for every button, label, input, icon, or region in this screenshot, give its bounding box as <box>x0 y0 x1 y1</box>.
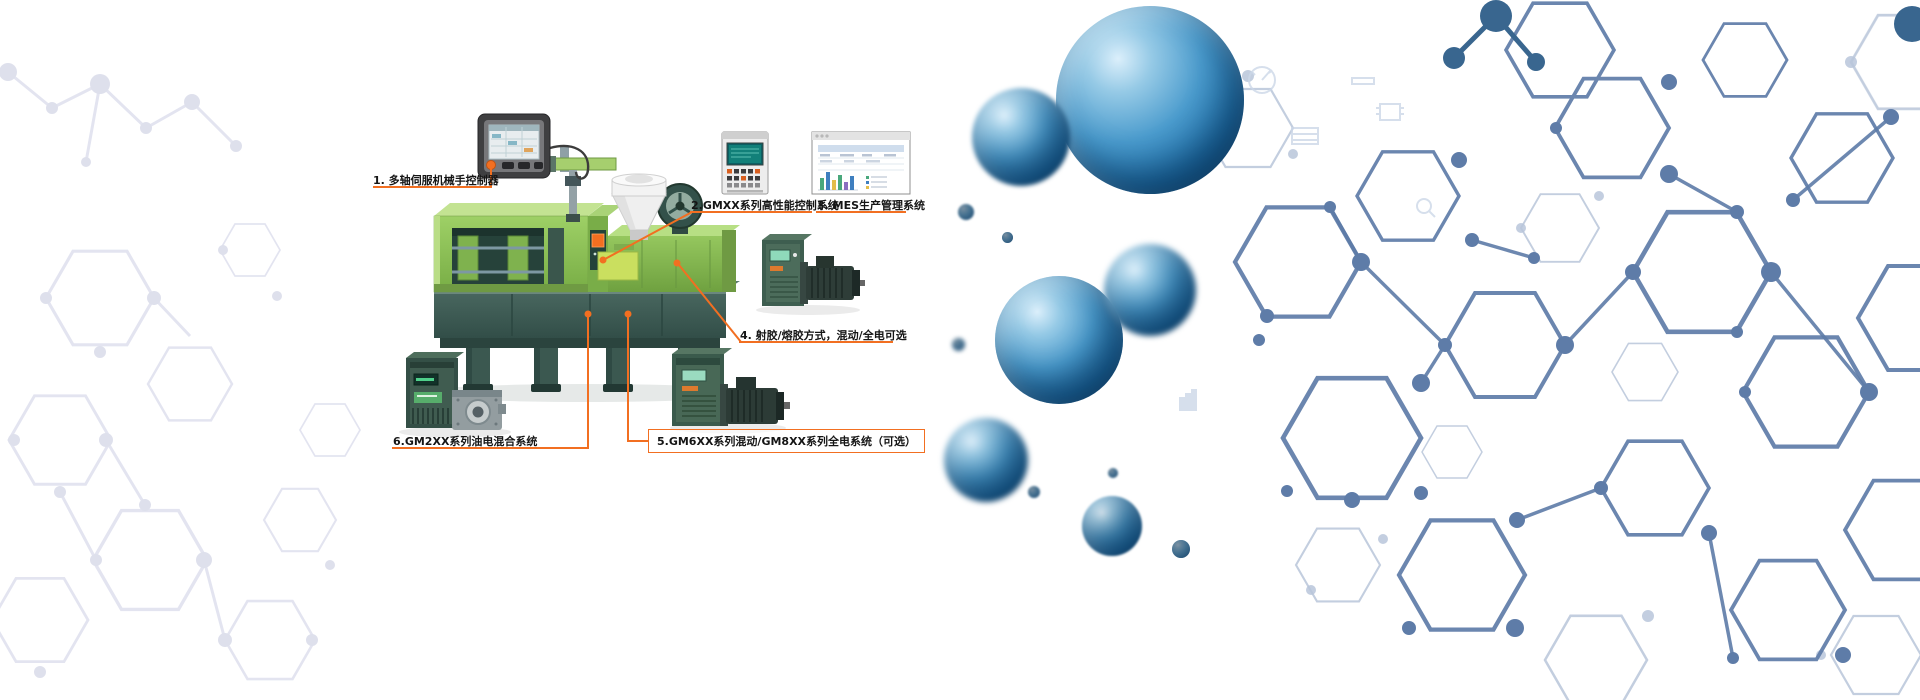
servo-drive-motor <box>756 234 865 315</box>
mes-display <box>811 131 911 195</box>
blue-dot <box>952 338 965 351</box>
callout-label-3: 3. MES生产管理系统 <box>817 199 926 212</box>
blue-dot <box>1002 232 1013 243</box>
hopper <box>611 173 667 240</box>
blue-sphere <box>944 418 1028 502</box>
blue-sphere <box>1104 244 1196 336</box>
robot-arm <box>548 146 617 222</box>
callout-label-4: 4. 射胶/熔胶方式，混动/全电可选 <box>740 329 907 342</box>
oil-electric-drive <box>399 352 511 438</box>
callout-connectors <box>373 166 906 449</box>
blue-sphere <box>1056 6 1244 194</box>
control-panel-display <box>721 131 769 195</box>
handheld-controller <box>477 113 551 179</box>
tech-doodles <box>1179 66 1436 411</box>
callout-dots <box>584 256 681 318</box>
blue-dot <box>1108 468 1118 478</box>
callout-label-2: 2.GMXX系列高性能控制系统 <box>691 199 839 212</box>
blue-sphere <box>1082 496 1142 556</box>
corner-nodes <box>1443 0 1920 71</box>
callout-label-6: 6.GM2XX系列油电混合系统 <box>393 435 538 448</box>
blue-dot <box>1028 486 1040 498</box>
blue-sphere <box>995 276 1123 404</box>
callout-label-1: 1. 多轴伺服机械手控制器 <box>373 174 499 187</box>
clamping-unit <box>433 203 604 293</box>
network-links <box>1328 115 1893 659</box>
injection-unit <box>597 225 740 292</box>
blue-sphere <box>972 88 1070 186</box>
controller-cable <box>549 144 590 180</box>
callout-label-5: 5.GM6XX系列混动/GM8XX系列全电系统（可选） <box>648 429 926 453</box>
hybrid-drive-system <box>670 348 790 434</box>
blue-dot <box>958 204 974 220</box>
blue-dot <box>1172 540 1190 558</box>
network-nodes <box>1253 74 1899 664</box>
